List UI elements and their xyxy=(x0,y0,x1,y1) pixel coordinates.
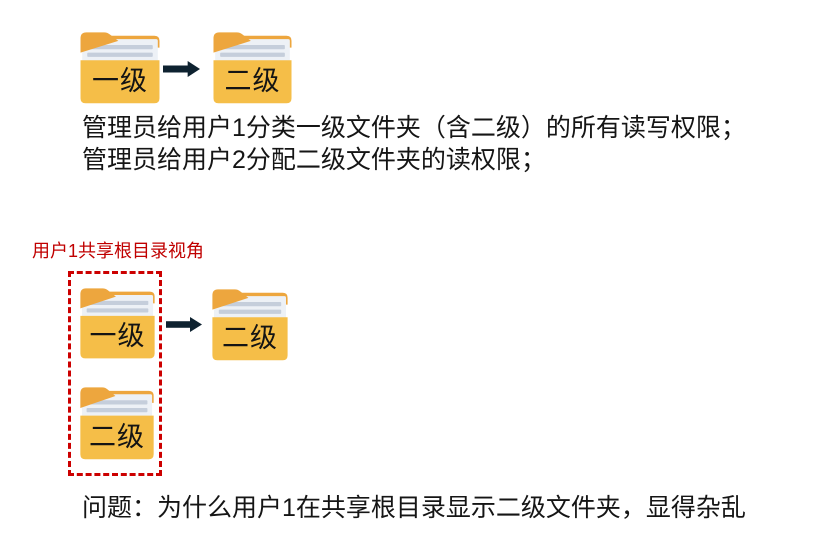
folder-label: 一级 xyxy=(89,321,146,352)
folder-icon xyxy=(213,32,292,104)
folder-label: 二级 xyxy=(89,421,145,452)
folder-icon-root-level2: 二级 xyxy=(78,384,156,461)
folder-icon xyxy=(80,387,154,460)
folder-icon-level2: 二级 xyxy=(211,29,294,105)
arrow-right-icon xyxy=(166,317,202,332)
folder-icon xyxy=(80,288,155,359)
description-line2: 管理员给用户2分配二级文件夹的读权限； xyxy=(82,146,546,174)
folder-icon xyxy=(80,32,160,104)
user1-view-title: 用户1共享根目录视角 xyxy=(32,241,205,261)
folder-icon-linked-level2: 二级 xyxy=(210,286,290,362)
folder-icon-level1: 一级 xyxy=(78,29,162,105)
permission-description: 管理员给用户1分类一级文件夹（含二级）的所有读写权限； 管理员给用户2分配二级文… xyxy=(82,112,746,176)
description-line1: 管理员给用户1分类一级文件夹（含二级）的所有读写权限； xyxy=(82,114,746,142)
folder-label: 二级 xyxy=(224,65,281,96)
question-text: 问题：为什么用户1在共享根目录显示二级文件夹，显得杂乱 xyxy=(82,494,746,522)
arrow-right-icon xyxy=(163,61,200,77)
folder-label: 二级 xyxy=(222,322,278,353)
shared-root-dashed-boundary xyxy=(68,271,162,476)
folder-icon-root-level1: 一级 xyxy=(78,285,157,360)
folder-label: 一级 xyxy=(92,65,148,96)
folder-icon xyxy=(212,289,288,361)
